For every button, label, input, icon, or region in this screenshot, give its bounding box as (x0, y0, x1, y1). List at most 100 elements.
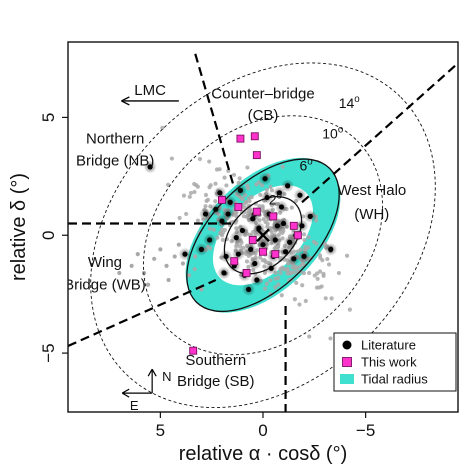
field-star (269, 188, 275, 193)
field-star (129, 263, 134, 268)
field-star (275, 275, 281, 280)
field-star (231, 172, 237, 178)
ring-label: 14o (339, 94, 361, 111)
field-star (180, 261, 186, 266)
field-star (336, 270, 342, 276)
field-star (192, 267, 197, 272)
field-star (203, 192, 209, 198)
compass-north-arrow (147, 368, 157, 394)
field-star (260, 204, 265, 209)
literature-point (223, 253, 229, 260)
legend-label: Tidal radius (361, 372, 428, 387)
field-star (303, 244, 308, 250)
lmc-arrow-head (121, 96, 130, 106)
field-star (263, 286, 268, 291)
field-star (344, 253, 350, 258)
field-star (213, 199, 218, 204)
field-star (276, 282, 281, 287)
field-star (264, 187, 269, 193)
field-star (307, 334, 312, 339)
field-star (323, 296, 328, 301)
field-star (315, 271, 320, 276)
field-star (135, 252, 140, 257)
field-star (301, 232, 307, 237)
region-label: (CB) (248, 107, 279, 124)
field-star (294, 266, 300, 271)
field-star (297, 302, 302, 307)
literature-point (301, 253, 307, 260)
field-star (292, 297, 297, 302)
literature-point (262, 176, 268, 182)
region-boundary-1 (301, 62, 458, 204)
field-star (278, 267, 283, 272)
field-star (326, 262, 332, 267)
field-star (258, 255, 263, 260)
region-label: Bridge (WB) (64, 276, 146, 293)
field-star (184, 211, 189, 217)
region-label: Counter–bridge (211, 86, 314, 103)
field-star (158, 247, 163, 252)
region-label: Wing (88, 254, 122, 271)
this-work-point (259, 247, 267, 256)
literature-point (307, 213, 313, 219)
field-star (254, 182, 259, 187)
field-star (268, 278, 273, 283)
literature-point (254, 277, 260, 283)
field-star (205, 197, 211, 202)
region-label: West Halo (337, 182, 406, 199)
literature-point (280, 220, 287, 227)
field-star (224, 183, 229, 188)
region-boundary-0 (194, 53, 236, 189)
field-star (290, 264, 295, 270)
ring-label: 2o (269, 191, 283, 208)
field-star (317, 285, 322, 290)
literature-point (147, 164, 153, 170)
field-star (315, 276, 320, 281)
field-star (269, 203, 274, 208)
field-star (300, 283, 305, 288)
x-axis-label: relative α · cosδ (°) (179, 443, 348, 465)
this-work-point (250, 132, 259, 141)
field-star (207, 246, 213, 251)
literature-point (291, 256, 297, 262)
field-star (245, 183, 250, 188)
literature-point (260, 242, 266, 248)
field-star (195, 218, 201, 223)
literature-point (272, 237, 278, 243)
ring-label: 10o (322, 125, 344, 142)
x-tick-label: 0 (258, 421, 267, 440)
legend-marker-literature (342, 340, 352, 350)
literature-point (235, 251, 241, 257)
ring-label: 6o (299, 156, 313, 173)
literature-point (198, 246, 205, 252)
region-label: Southern (185, 352, 246, 369)
x-tick-label: 5 (156, 421, 165, 440)
this-work-point (236, 134, 245, 143)
field-star (307, 270, 312, 276)
field-star (213, 181, 218, 186)
field-star (176, 242, 181, 247)
field-star (166, 277, 171, 283)
literature-point (237, 187, 244, 194)
field-star (188, 190, 194, 196)
legend-box (333, 332, 457, 392)
field-star (211, 227, 216, 232)
region-label: Bridge (NB) (76, 153, 154, 170)
field-star (273, 285, 278, 290)
literature-point (233, 235, 239, 241)
field-star (219, 227, 225, 232)
literature-point (219, 218, 225, 224)
literature-point (252, 260, 258, 267)
field-star (241, 202, 246, 207)
legend-marker-tidal-radius (340, 374, 354, 384)
field-star (347, 307, 352, 312)
this-work-point (230, 257, 239, 266)
field-star (301, 262, 306, 267)
literature-point (221, 270, 227, 276)
this-work-point (234, 203, 243, 211)
literature-point (246, 286, 252, 293)
field-star (207, 226, 212, 231)
field-star (215, 235, 220, 240)
field-star (160, 125, 165, 130)
